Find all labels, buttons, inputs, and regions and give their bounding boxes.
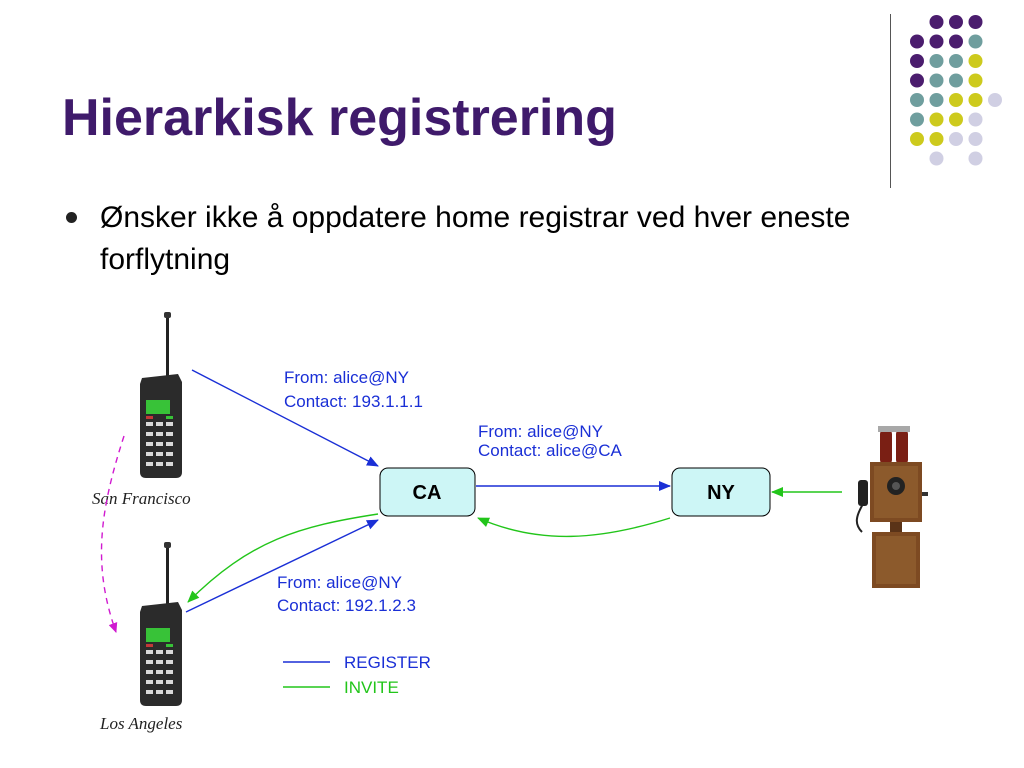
decor-dot [968,54,983,68]
decor-dot [949,15,963,29]
decor-dot [929,54,944,68]
bullet-marker [66,212,77,223]
decor-dot [949,132,963,146]
decor-dot [910,132,924,146]
register-arrow-la-ca [185,519,379,613]
decor-dot [910,34,924,49]
legend-register-label: REGISTER [344,653,431,672]
decor-dot [929,151,944,166]
decor-dot [929,132,944,146]
cell-phone-icon [140,312,182,478]
bullet-item: Ønsker ikke å oppdatere home registrar v… [62,197,942,281]
decor-dot [968,132,983,146]
decor-dot [949,54,963,68]
location-label-bottom: Los Angeles [99,714,183,733]
diagram-legend: REGISTER INVITE [283,653,431,697]
decor-dot [929,73,944,88]
la-from-label: From: alice@NY [277,573,402,592]
sf-contact-label: Contact: 193.1.1.1 [284,392,423,411]
ca-registrar-node: CA [379,467,476,517]
decor-dot [968,93,983,107]
decor-dot [949,34,963,49]
decor-dot [910,54,924,68]
decor-dot [949,112,963,127]
legend-invite-label: INVITE [344,678,399,697]
location-label-top: San Francisco [92,489,191,508]
ny-node-label: NY [707,482,735,504]
ca-contact-label: Contact: alice@CA [478,441,623,460]
sf-from-label: From: alice@NY [284,368,409,387]
decor-dot [929,112,944,127]
cell-phone-icon [140,542,182,706]
ny-registrar-node: NY [671,467,771,517]
la-contact-label: Contact: 192.1.2.3 [277,596,416,615]
decor-dot [949,93,963,107]
slide-title: Hierarkisk registrering [62,89,617,147]
decor-dot [988,93,1002,107]
decor-dot [929,15,944,29]
movement-arrow [100,435,125,633]
decor-dot [929,34,944,49]
ca-node-label: CA [413,482,442,504]
decor-dot [968,15,983,29]
sip-registration-diagram: San Francisco Los Angeles [92,312,928,733]
decorative-dot-grid [910,15,1002,166]
antique-telephone-icon [855,426,928,588]
invite-arrow-ca-la [187,513,379,603]
decor-dot [968,151,983,166]
ca-from-label: From: alice@NY [478,422,603,441]
decor-dot [949,73,963,88]
invite-arrow-ny-ca [477,517,671,538]
decor-dot [910,112,924,127]
decor-dot [929,93,944,107]
decor-dot [968,34,983,49]
decor-dot [910,73,924,88]
decor-dot [968,73,983,88]
bullet-text: Ønsker ikke å oppdatere home registrar v… [100,201,851,276]
decor-dot [910,93,924,107]
decor-dot [968,112,983,127]
title-divider [890,14,891,188]
register-arrow-sf-ca [191,369,379,467]
